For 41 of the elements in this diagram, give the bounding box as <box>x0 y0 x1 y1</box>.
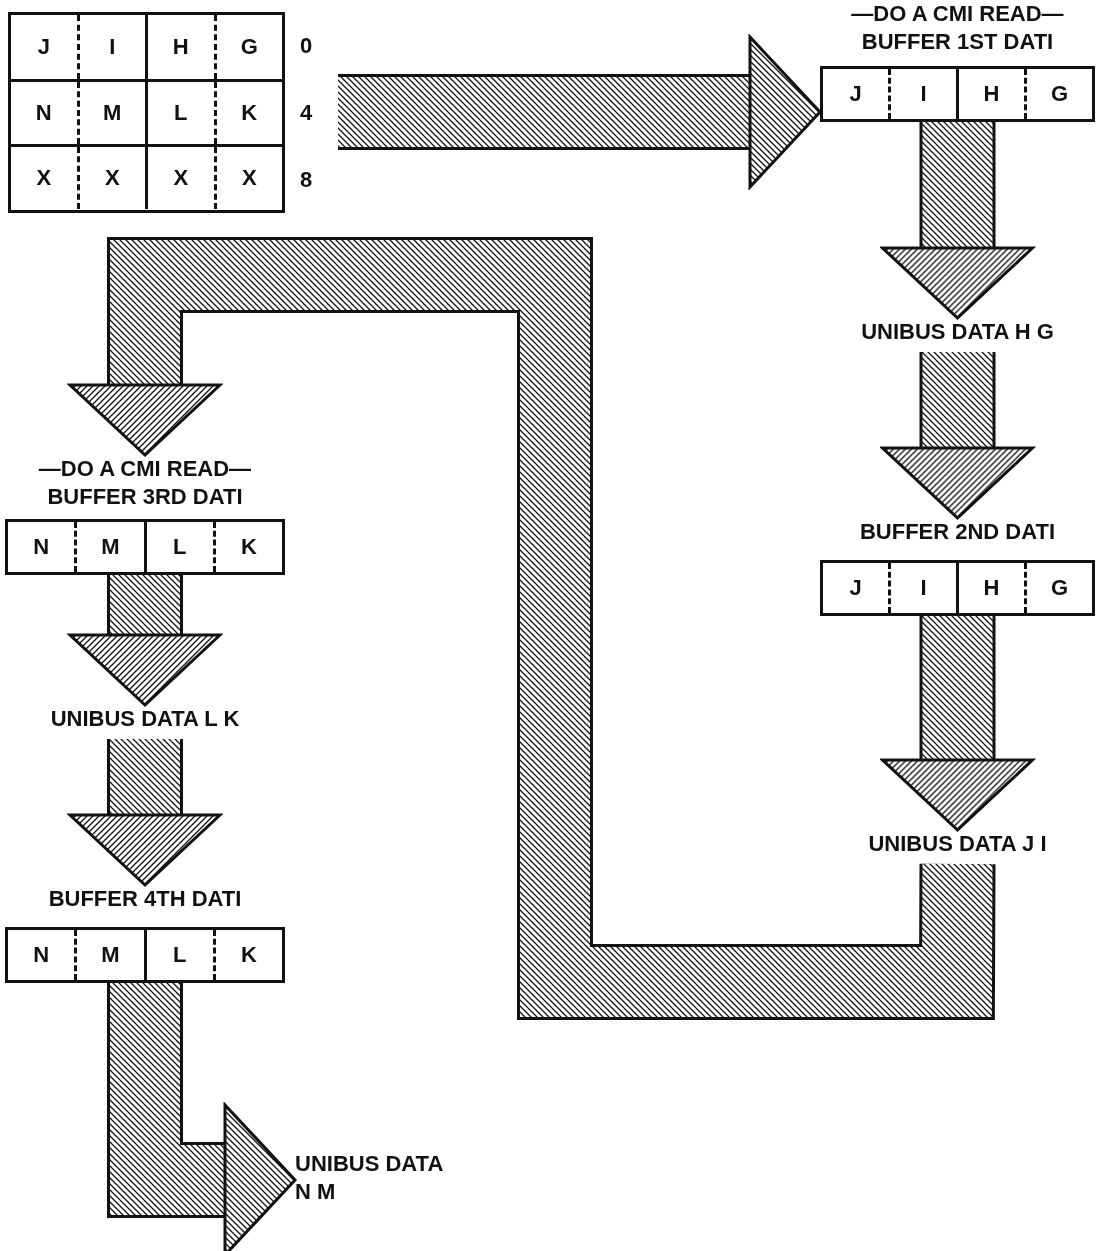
register-cell-text: N <box>34 99 53 127</box>
register-cell: K <box>212 930 282 980</box>
register-cell: M <box>74 522 144 572</box>
register-cell: X <box>145 147 214 209</box>
register-cell: L <box>143 522 213 572</box>
register-cell-text: J <box>848 574 863 602</box>
register-heading: —DO A CMI READ— <box>850 0 1065 28</box>
register-cell-text: N <box>32 533 51 561</box>
register-cell: H <box>145 15 214 79</box>
register-heading: —DO A CMI READ— <box>37 455 253 483</box>
register-cell: M <box>76 82 145 144</box>
address-label: 0 <box>300 32 314 60</box>
register-heading: BUFFER 1ST DATI <box>860 28 1055 56</box>
register-cell: H <box>956 69 1024 119</box>
register-cell: G <box>1024 69 1092 119</box>
register-cell: I <box>888 69 956 119</box>
bus-data-label: UNIBUS DATA H G <box>815 318 1100 352</box>
register-cell: H <box>956 563 1024 613</box>
register-cell: L <box>145 82 214 144</box>
register-cell: K <box>213 82 282 144</box>
register-cell: G <box>1024 563 1092 613</box>
register-heading: BUFFER 3RD DATI <box>46 483 244 511</box>
address-label: 4 <box>300 99 314 127</box>
register-cell: X <box>76 147 145 209</box>
register-cell: I <box>888 563 956 613</box>
bus-data-label: UNIBUS DATA N M <box>295 1150 460 1210</box>
bus-data-label: UNIBUS DATA L K <box>5 705 285 739</box>
register-cell-text: N <box>32 941 51 969</box>
register-cell-text: J <box>36 33 51 61</box>
register-cell: L <box>143 930 213 980</box>
address-label: 8 <box>300 166 314 194</box>
register-cell: X <box>213 147 282 209</box>
register-cell-text: J <box>848 80 863 108</box>
register-cell: G <box>213 15 282 79</box>
register-cell: I <box>76 15 145 79</box>
register-cell-text: X <box>35 164 53 192</box>
register-cell: M <box>74 930 144 980</box>
register-heading: BUFFER 2ND DATI <box>858 518 1057 546</box>
register-cell: K <box>212 522 282 572</box>
register-heading: BUFFER 4TH DATI <box>47 885 243 913</box>
bus-data-label: UNIBUS DATA J I <box>815 830 1100 864</box>
